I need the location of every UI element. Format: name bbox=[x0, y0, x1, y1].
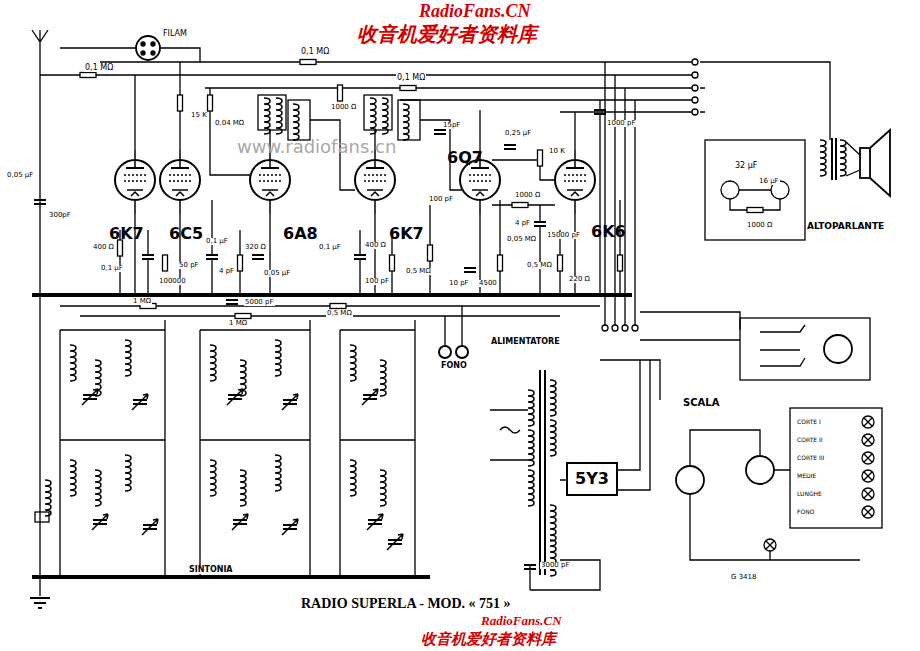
resistor-value: 100000 bbox=[158, 278, 187, 285]
tube-label: 6Q7 bbox=[446, 150, 484, 166]
resistor-value: 0,1 MΩ bbox=[84, 64, 114, 72]
capacitor-value: 50 pF bbox=[178, 262, 200, 269]
tube-box: 5Y3 bbox=[566, 462, 618, 496]
capacitor-value: 4 pF bbox=[514, 220, 531, 227]
resistor-value: 4500 bbox=[478, 280, 498, 287]
watermark: www.radiofans.cn bbox=[236, 138, 397, 156]
tube-label: 6C5 bbox=[168, 226, 204, 242]
resistor-value: 0,05 MΩ bbox=[506, 236, 537, 243]
capacitor-value: 10 pF bbox=[448, 280, 470, 287]
watermark: 收音机爱好者资料库 bbox=[356, 24, 538, 44]
socket-label: FILAM bbox=[162, 30, 188, 38]
resistor-value: 10 K bbox=[548, 148, 566, 155]
capacitor-value: 15pF bbox=[442, 122, 461, 129]
capacitor-value: 5000 pF bbox=[244, 299, 275, 306]
capacitor-value: 100 pF bbox=[428, 196, 454, 203]
capacitor-value: 0,1 μF bbox=[318, 244, 342, 251]
capacitor-value: 3000 pF bbox=[540, 562, 571, 569]
section-label: SCALA bbox=[682, 398, 720, 408]
band-label: FONO bbox=[796, 509, 815, 515]
resistor-value: 1000 Ω bbox=[514, 192, 541, 199]
resistor-value: 0,5 MΩ bbox=[405, 268, 432, 275]
band-label: CORTE III bbox=[796, 455, 825, 461]
resistor-value: 15 K bbox=[190, 112, 208, 119]
lamp-label: G 3418 bbox=[730, 574, 757, 581]
tube-label: 6K6 bbox=[590, 224, 627, 240]
section-label: ALIMENTATORE bbox=[490, 338, 561, 346]
section-label: SINTONIA bbox=[188, 566, 234, 574]
resistor-value: 400 Ω bbox=[92, 244, 115, 251]
diagram-title: RADIO SUPERLA - MOD. « 751 » bbox=[300, 597, 512, 611]
resistor-value: 0,5 MΩ bbox=[326, 310, 353, 317]
tube-label: 6K7 bbox=[108, 226, 145, 242]
capacitor-value: 0,25 μF bbox=[504, 130, 532, 137]
resistor-value: 320 Ω bbox=[244, 244, 267, 251]
resistor-value: 0,1 MΩ bbox=[300, 48, 330, 56]
capacitor-value: 0,1 μF bbox=[100, 265, 124, 272]
band-label: CORTE II bbox=[796, 437, 824, 443]
tube-label: 6K7 bbox=[388, 226, 425, 242]
capacitor-value: 100 pF bbox=[364, 278, 390, 285]
capacitor-value: 4 pF bbox=[218, 268, 235, 275]
capacitor-value: 16 μF bbox=[758, 178, 780, 185]
watermark: 收音机爱好者资料库 bbox=[420, 632, 557, 647]
resistor-value: 1 MΩ bbox=[228, 320, 248, 327]
capacitor-value: 15000 pF bbox=[546, 232, 581, 239]
resistor-value: 1000 Ω bbox=[330, 104, 357, 111]
tube-label: 6A8 bbox=[282, 226, 319, 242]
resistor-value: 0,5 MΩ bbox=[526, 262, 553, 269]
capacitor-value: 32 μF bbox=[734, 162, 758, 170]
watermark: RadioFans.CN bbox=[480, 614, 563, 627]
resistor-value: 0,04 MΩ bbox=[214, 120, 245, 127]
capacitor-value: 1000 pF bbox=[606, 120, 637, 127]
resistor-value: 0,1 MΩ bbox=[396, 74, 426, 82]
watermark: RadioFans.CN bbox=[418, 2, 532, 20]
resistor-value: 1000 Ω bbox=[746, 222, 773, 229]
band-label: MEDIE bbox=[796, 473, 817, 479]
resistor-value: 400 Ω bbox=[364, 242, 387, 249]
connector-label: FONO bbox=[440, 362, 468, 370]
capacitor-value: 0,05 μF bbox=[263, 270, 291, 277]
resistor-value: 1 MΩ bbox=[132, 298, 152, 305]
capacitor-value: 0,05 μF bbox=[6, 172, 34, 179]
band-label: CORTE I bbox=[796, 419, 822, 425]
section-label: ALTOPARLANTE bbox=[806, 222, 885, 231]
capacitor-value: 0,1 μF bbox=[205, 238, 229, 245]
capacitor-value: 300pF bbox=[48, 212, 72, 219]
tube-label: 5Y3 bbox=[575, 471, 609, 487]
resistor-value: 220 Ω bbox=[568, 276, 591, 283]
band-label: LUNGHE bbox=[796, 491, 823, 497]
